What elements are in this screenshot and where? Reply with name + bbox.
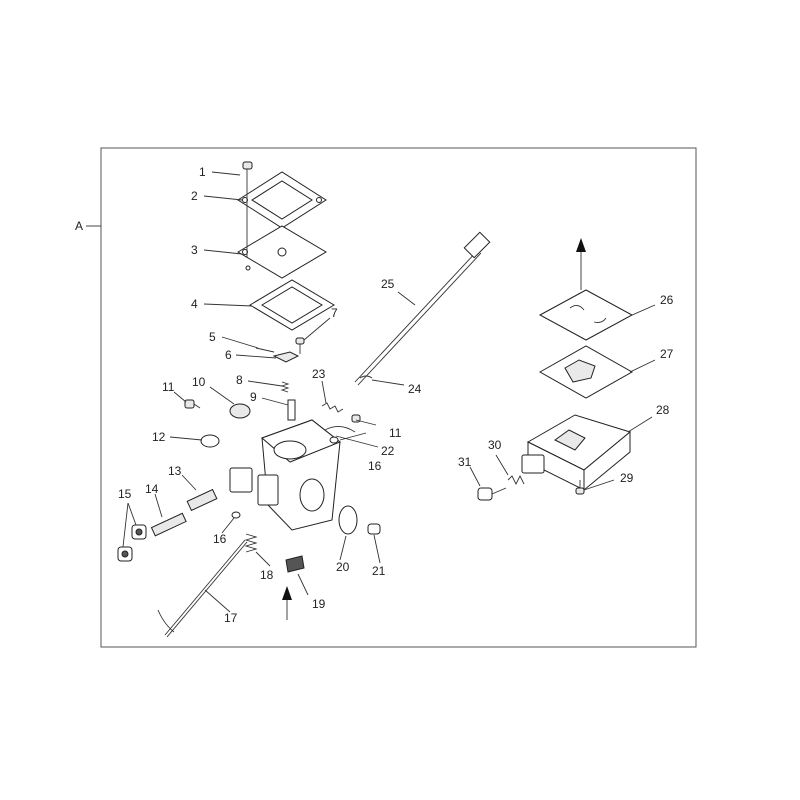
callout-14: 14: [145, 482, 159, 496]
part-19-filter: [285, 555, 305, 573]
callout-8: 8: [236, 373, 243, 387]
callout-31: 31: [458, 455, 472, 469]
part-13-needle: [186, 488, 218, 512]
part-9-needle: [287, 399, 296, 421]
callout-22: 22: [381, 444, 395, 458]
part-23-spring: [321, 402, 344, 413]
callout-16-left: 16: [213, 532, 227, 546]
callout-10: 10: [192, 375, 206, 389]
callout-5: 5: [209, 330, 216, 344]
part-28-pump-body: [521, 414, 632, 492]
callout-21: 21: [372, 564, 386, 578]
part-6-lever: [272, 351, 300, 363]
callout-6: 6: [225, 348, 232, 362]
part-26-gasket: [538, 289, 634, 341]
callout-13: 13: [168, 464, 182, 478]
part-31-screw: [477, 487, 507, 501]
part-10-plug: [229, 403, 251, 419]
part-16-washer-right: [329, 436, 339, 444]
callout-19: 19: [312, 597, 326, 611]
part-8-spring: [280, 381, 290, 393]
callout-16-right: 16: [368, 459, 382, 473]
part-30-spring: [507, 474, 525, 486]
callout-7: 7: [331, 306, 338, 320]
callout-29: 29: [620, 471, 634, 485]
callout-18: 18: [260, 568, 274, 582]
callout-27: 27: [660, 347, 674, 361]
callout-3: 3: [191, 243, 198, 257]
part-12-screen: [200, 434, 220, 448]
section-label: A: [75, 219, 83, 233]
callout-labels: 1 2 3 4 5 6 7 8 9 10 11 11 12 13 14 15 1…: [118, 165, 674, 625]
part-29-screw: [575, 480, 585, 495]
assembly-arrow-lower: [282, 586, 292, 620]
part-24-clip: [359, 375, 373, 379]
part-27-diaphragm: [538, 345, 634, 399]
diagram-frame: [100, 147, 697, 648]
part-25-throttle-shaft: [354, 231, 491, 386]
part-22-ring: [324, 426, 356, 433]
callout-17: 17: [224, 611, 238, 625]
part-18-spring: [244, 533, 258, 553]
assembly-arrow-upper: [576, 238, 586, 290]
part-14-needle: [150, 512, 187, 537]
callout-11-left: 11: [162, 380, 175, 394]
part-16-washer-left: [231, 511, 241, 519]
callout-2: 2: [191, 189, 198, 203]
part-20-plate: [338, 505, 358, 535]
callout-1: 1: [199, 165, 206, 179]
part-7-screw: [295, 337, 305, 354]
callout-11-right: 11: [389, 426, 402, 440]
callout-20: 20: [336, 560, 350, 574]
callout-4: 4: [191, 297, 198, 311]
callout-15: 15: [118, 487, 132, 501]
part-2-cover: [237, 171, 327, 229]
part-1-screw: [242, 161, 253, 180]
part-5-pin: [255, 347, 275, 353]
part-3-diaphragm: [237, 225, 327, 279]
callout-25: 25: [381, 277, 395, 291]
part-21-screw: [367, 523, 381, 535]
callout-30: 30: [488, 438, 502, 452]
carburetor-body: [229, 419, 341, 531]
part-11-screw-left: [184, 399, 201, 409]
part-15-cap-upper: [131, 524, 147, 540]
callout-26: 26: [660, 293, 674, 307]
callout-9: 9: [250, 390, 257, 404]
part-15-cap-lower: [117, 546, 133, 562]
part-4-gasket: [249, 279, 335, 331]
callout-28: 28: [656, 403, 670, 417]
part-17-choke-shaft: [157, 539, 248, 638]
callout-23: 23: [312, 367, 326, 381]
callout-24: 24: [408, 382, 422, 396]
leader-lines: [122, 171, 656, 613]
callout-12: 12: [152, 430, 166, 444]
